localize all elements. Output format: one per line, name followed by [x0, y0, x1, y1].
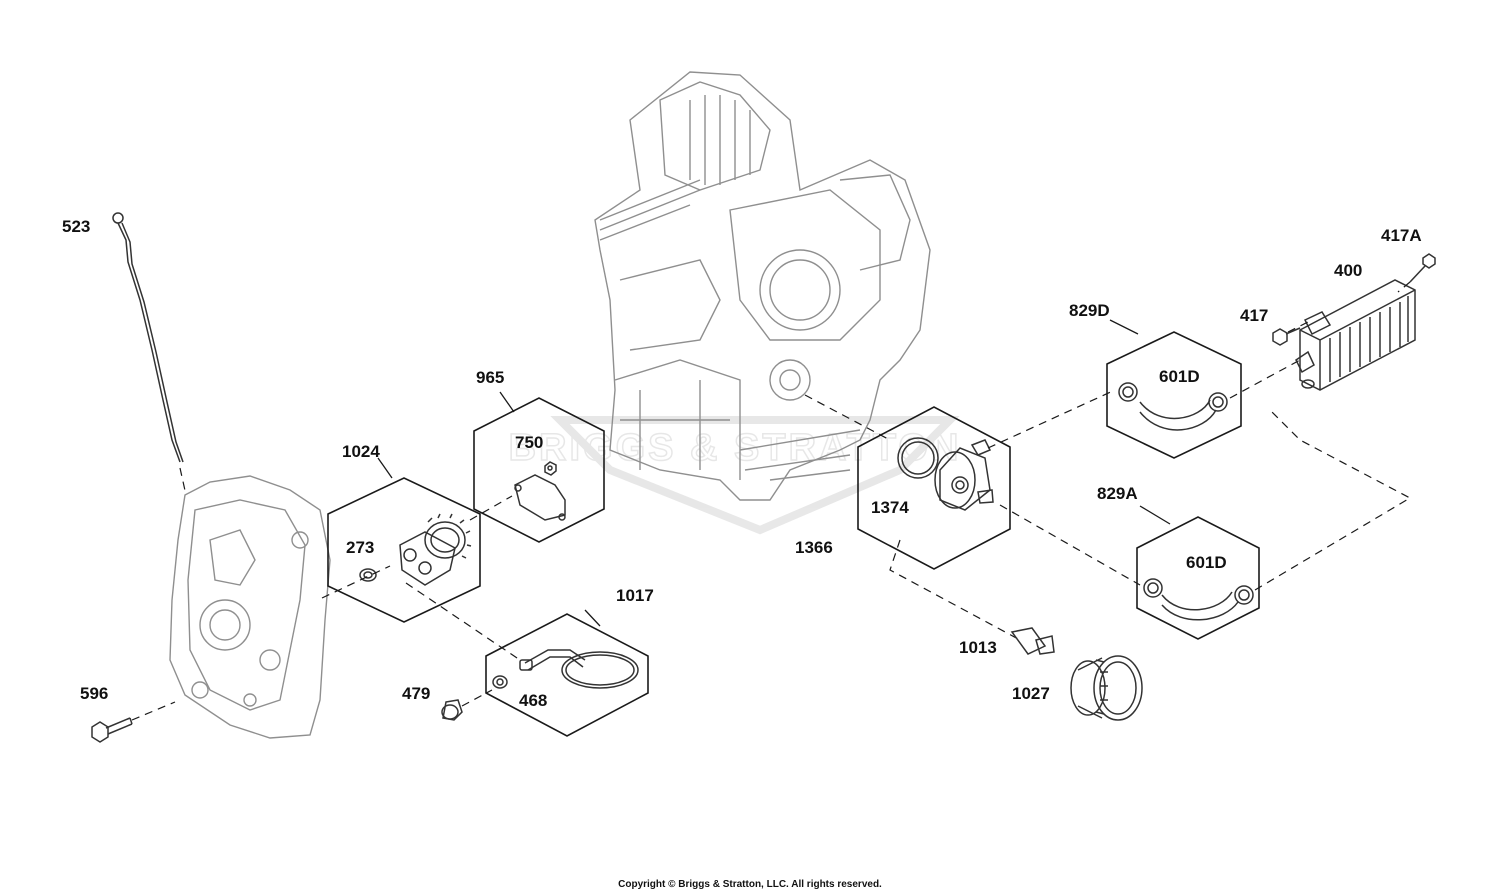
callout-labels: 523 596 1024 273 965 750 1017 479 468 13…: [62, 217, 1422, 710]
callout-601D-top: 601D: [1159, 367, 1200, 386]
callout-417A: 417A: [1381, 226, 1422, 245]
screw-417: [1272, 327, 1301, 346]
hex-box-filter-adapter: [857, 406, 1011, 570]
copyright-notice: Copyright © Briggs & Stratton, LLC. All …: [618, 879, 882, 890]
oil-cooler: [1295, 279, 1416, 391]
callout-417: 417: [1240, 306, 1268, 325]
axis-line-adapter: [804, 394, 891, 441]
callout-596: 596: [80, 684, 108, 703]
axis-line-pump: [469, 495, 513, 521]
adapter-fitting: [1010, 627, 1055, 655]
axis-line-hose-top: [987, 389, 1116, 449]
callout-1013: 1013: [959, 638, 997, 657]
callout-965: 965: [476, 368, 504, 387]
axis-line-adapter-down: [889, 539, 1021, 641]
callout-829A: 829A: [1097, 484, 1138, 503]
screw: [91, 701, 176, 743]
axis-line-hose-bottom: [999, 504, 1141, 586]
callout-479: 479: [402, 684, 430, 703]
callout-1374: 1374: [871, 498, 909, 517]
callout-750: 750: [515, 433, 543, 452]
callout-601D-bottom: 601D: [1186, 553, 1227, 572]
hex-box-oil-pump: [327, 457, 481, 623]
callout-1366: 1366: [795, 538, 833, 557]
watermark-text: BRIGGS & STRATTON: [509, 427, 962, 469]
callout-523: 523: [62, 217, 90, 236]
engine-block: [594, 71, 931, 501]
hex-box-oil-pickup: [485, 609, 649, 737]
axis-line-pickup: [405, 582, 521, 661]
screw-417A: [1409, 253, 1436, 283]
axis-line-crank: [321, 565, 391, 599]
oil-filter: [1070, 655, 1143, 721]
callout-468: 468: [519, 691, 547, 710]
axis-line-return: [1254, 407, 1412, 591]
hex-box-hose-lower: [1136, 505, 1260, 640]
axis-line-screw-a: [1397, 281, 1411, 293]
axis-line-fitting: [461, 689, 493, 707]
callout-1027: 1027: [1012, 684, 1050, 703]
fitting: [441, 699, 463, 721]
callout-829D: 829D: [1069, 301, 1110, 320]
dipstick: [112, 212, 187, 496]
hex-box-hose-upper: [1106, 319, 1242, 459]
axis-line-screw: [1287, 319, 1313, 333]
crankcase-cover: [169, 475, 331, 739]
callout-273: 273: [346, 538, 374, 557]
callout-400: 400: [1334, 261, 1362, 280]
callout-1017: 1017: [616, 586, 654, 605]
hex-box-cover-plate: [473, 391, 605, 543]
callout-1024: 1024: [342, 442, 380, 461]
